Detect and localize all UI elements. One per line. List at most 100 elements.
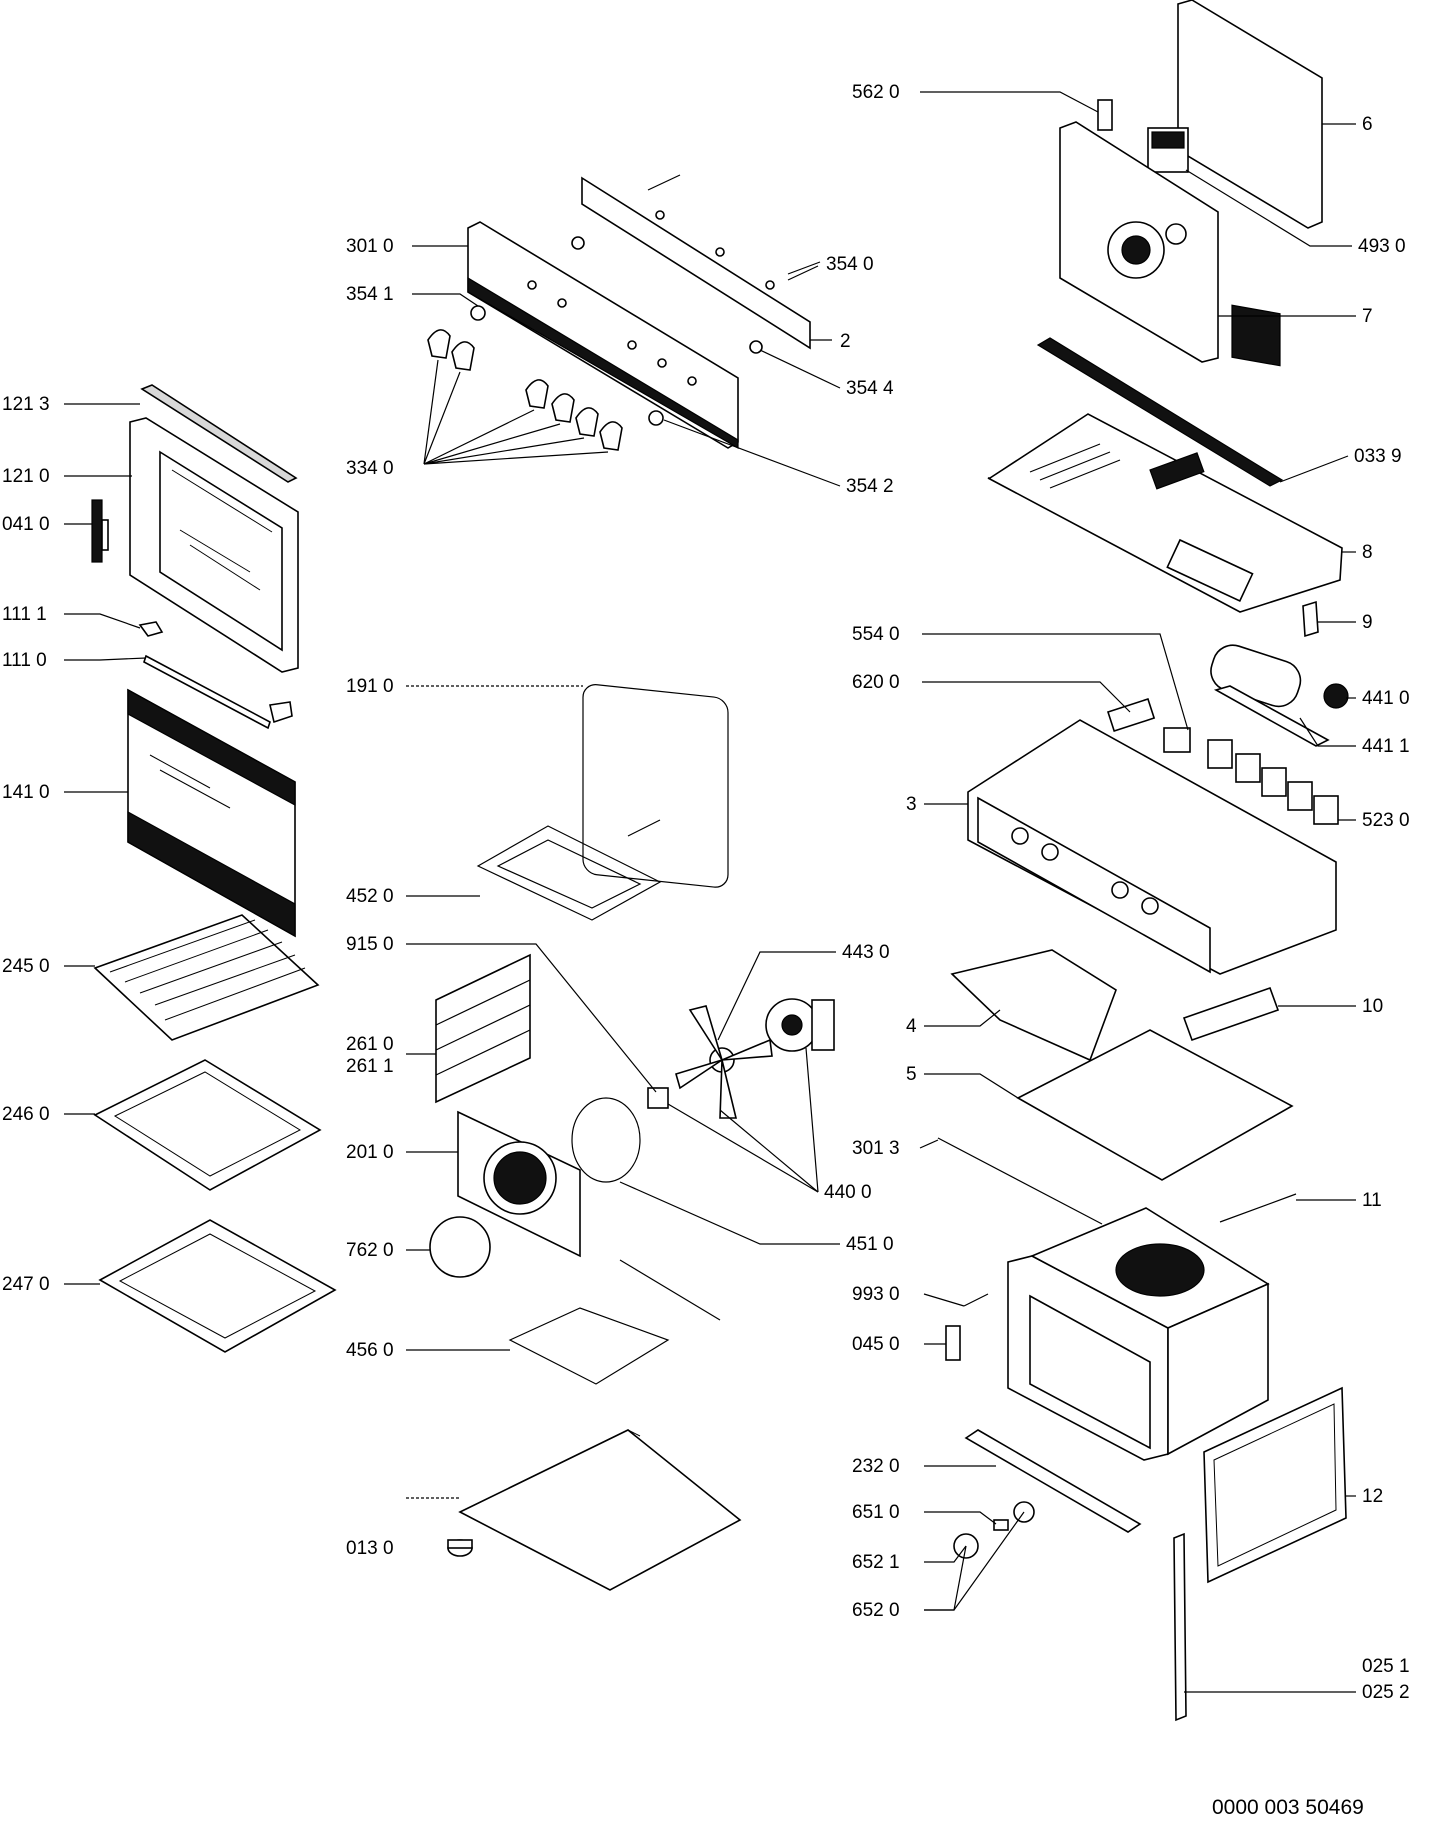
hinge-receiver-045 — [945, 1325, 961, 1361]
label-191-0: 191 0 — [346, 676, 394, 697]
label-041-0: 041 0 — [2, 514, 50, 535]
oven-door-gasket — [582, 684, 729, 888]
knob-light-lens — [648, 410, 664, 426]
part-labels: 121 3 121 0 041 0 111 1 111 0 141 0 245 … — [2, 82, 1410, 1703]
label-201-0: 201 0 — [346, 1142, 394, 1163]
rear-cover — [1177, 0, 1323, 367]
handle-bracket — [138, 621, 164, 637]
label-441-1: 441 1 — [1362, 736, 1410, 757]
side-bracket-4 — [950, 949, 1117, 1062]
label-9: 9 — [1362, 612, 1373, 633]
side-trim-strip — [1173, 1532, 1187, 1722]
label-4: 4 — [906, 1016, 917, 1037]
label-301-0: 301 0 — [346, 236, 394, 257]
door-hinge — [91, 499, 109, 563]
insulation-strip — [1036, 337, 1284, 487]
back-panel — [1059, 121, 1219, 363]
oven-cavity — [1007, 1207, 1270, 1461]
label-652-0: 652 0 — [852, 1600, 900, 1621]
control-housing — [967, 719, 1337, 975]
label-523-0: 523 0 — [1362, 810, 1410, 831]
top-cover-clip — [1302, 600, 1319, 638]
label-493-0: 493 0 — [1358, 236, 1406, 257]
spacer-rod-right — [787, 265, 819, 281]
label-10: 10 — [1362, 996, 1383, 1017]
label-451-0: 451 0 — [846, 1234, 894, 1255]
fan-nut — [647, 1087, 669, 1109]
deep-drip-tray — [98, 1219, 337, 1353]
baking-tray — [93, 1059, 322, 1191]
fan-cover — [457, 1110, 581, 1258]
spacer-rod-top — [647, 174, 681, 191]
label-261-1: 261 1 — [346, 1056, 394, 1077]
fan-motor — [765, 998, 835, 1052]
label-6: 6 — [1362, 114, 1373, 135]
label-443-0: 443 0 — [842, 942, 890, 963]
cooling-fan-tangential — [1210, 644, 1349, 709]
control-panel-fascia — [467, 221, 739, 450]
label-993-0: 993 0 — [852, 1284, 900, 1305]
bottom-heating-element — [508, 1259, 721, 1385]
terminal-block — [1106, 698, 1156, 733]
label-334-0: 334 0 — [346, 458, 394, 479]
label-452-0: 452 0 — [346, 886, 394, 907]
label-915-0: 915 0 — [346, 934, 394, 955]
label-354-2: 354 2 — [846, 476, 894, 497]
oven-base-panel — [458, 1429, 742, 1591]
label-232-0: 232 0 — [852, 1456, 900, 1477]
label-3: 3 — [906, 794, 917, 815]
door-seal-strip — [140, 384, 298, 483]
bracket-10 — [1182, 986, 1280, 1042]
fan-blade — [675, 1005, 773, 1119]
label-261-0: 261 0 — [346, 1034, 394, 1055]
label-456-0: 456 0 — [346, 1340, 394, 1361]
screw-354-4 — [749, 340, 763, 354]
foot — [447, 1539, 473, 1557]
label-025-1: 025 1 — [1362, 1656, 1410, 1677]
label-121-0: 121 0 — [2, 466, 50, 487]
label-2: 2 — [840, 331, 851, 352]
label-762-0: 762 0 — [346, 1240, 394, 1261]
oven-door-frame — [129, 417, 299, 673]
label-354-4: 354 4 — [846, 378, 894, 399]
label-440-0: 440 0 — [824, 1182, 872, 1203]
label-12: 12 — [1362, 1486, 1383, 1507]
control-panel-bracket — [581, 176, 811, 350]
screw-651 — [993, 1519, 1009, 1531]
label-141-0: 141 0 — [2, 782, 50, 803]
label-8: 8 — [1362, 542, 1373, 563]
label-652-1: 652 1 — [852, 1552, 900, 1573]
front-rail-232 — [964, 1429, 1142, 1533]
top-cover-panel — [987, 413, 1343, 613]
label-301-3: 301 3 — [852, 1138, 900, 1159]
label-354-0: 354 0 — [826, 254, 874, 275]
label-11: 11 — [1362, 1190, 1382, 1211]
label-7: 7 — [1362, 306, 1373, 327]
label-245-0: 245 0 — [2, 956, 50, 977]
side-panel-12 — [1203, 1386, 1347, 1584]
document-number: 0000 003 50469 — [1212, 1796, 1364, 1819]
cooling-fan-bracket — [1213, 685, 1330, 747]
label-562-0: 562 0 — [852, 82, 900, 103]
fan-cover-plate — [429, 1216, 491, 1278]
fan-ring-element — [571, 1097, 641, 1183]
label-111-0: 111 0 — [2, 650, 47, 671]
label-033-9: 033 9 — [1354, 446, 1402, 467]
label-620-0: 620 0 — [852, 672, 900, 693]
label-5: 5 — [906, 1064, 917, 1085]
label-354-1: 354 1 — [346, 284, 394, 305]
door-glass-panel — [127, 688, 296, 938]
label-013-0: 013 0 — [346, 1538, 394, 1559]
screw-993 — [963, 1293, 989, 1307]
side-rack-supports — [435, 953, 531, 1104]
indicator-lens — [470, 305, 486, 321]
label-554-0: 554 0 — [852, 624, 900, 645]
motor-capacitor — [1147, 127, 1189, 173]
screw-left — [571, 236, 585, 250]
leader-lines — [64, 91, 1356, 1693]
knobs — [427, 329, 623, 451]
top-grill-element — [476, 819, 662, 921]
label-111-1: 111 1 — [2, 604, 47, 625]
door-handle — [143, 654, 293, 730]
